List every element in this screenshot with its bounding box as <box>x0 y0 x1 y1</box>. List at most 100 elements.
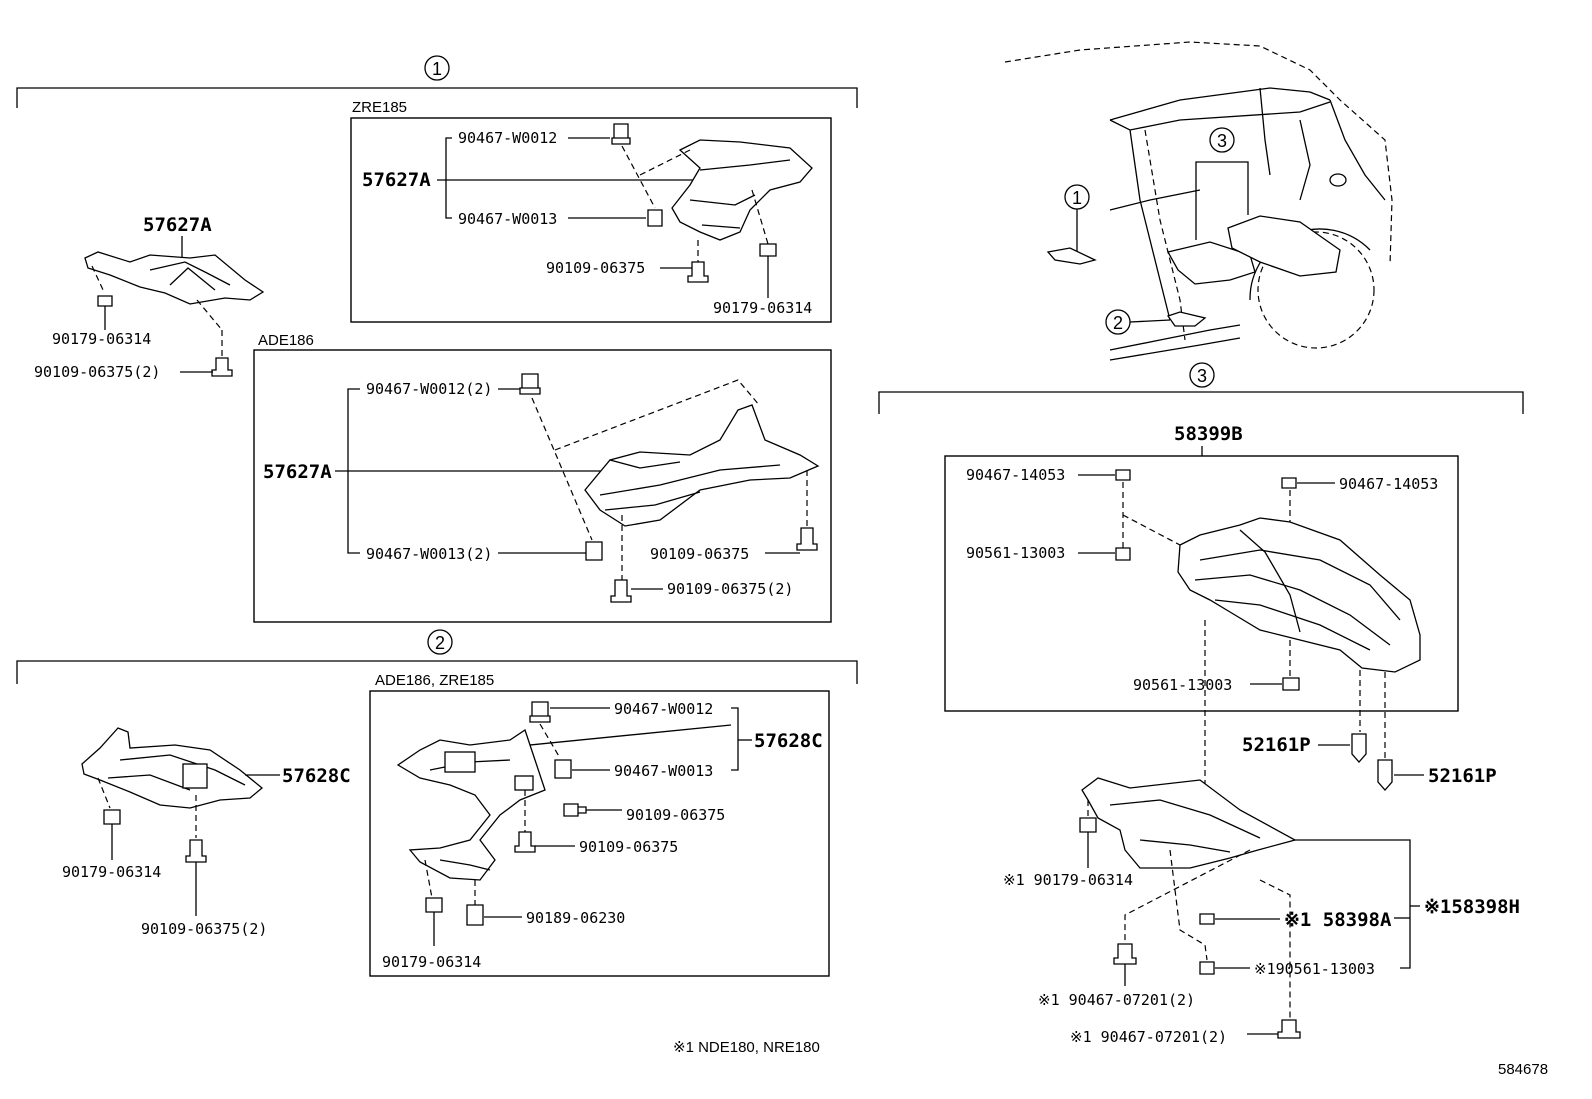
model-ade186: ADE186 <box>258 332 314 349</box>
model-zre185: ZRE185 <box>352 99 407 116</box>
clip-ade-w0013 <box>585 541 603 561</box>
label-58399B: 58399B <box>1174 423 1243 445</box>
ade-zre-box: ADE186, ZRE185 90467-W0012 57628C 90467-… <box>369 672 830 977</box>
bolt-x-07201-b <box>1277 1019 1301 1039</box>
clip-x-13003 <box>1199 961 1215 975</box>
label-57628C-left: 57628C <box>282 765 351 787</box>
label-90109-06375-2-a: 90109-06375(2) <box>34 363 160 381</box>
bolt-ade-90109-2 <box>610 579 632 603</box>
clip-c3-13003-l <box>1115 547 1131 561</box>
clip-az-90189 <box>466 904 484 926</box>
model-ade-zre: ADE186, ZRE185 <box>375 672 494 689</box>
label-ade-57627A: 57627A <box>263 461 332 483</box>
left-57628C-group: 57628C 90179-06314 90109-06375(2) <box>62 727 351 938</box>
bolt-90109-06375-a <box>211 357 233 377</box>
label-90109-06375-2-b: 90109-06375(2) <box>141 920 267 938</box>
label-c3-14053-r: 90467-14053 <box>1339 475 1438 493</box>
splash-shield-57628C-left <box>81 727 264 809</box>
label-52161P-a: 52161P <box>1242 734 1311 756</box>
label-90179-06314-a: 90179-06314 <box>52 330 151 348</box>
label-52161P-b: 52161P <box>1428 765 1497 787</box>
label-zre-57627A: 57627A <box>362 169 431 191</box>
bracket-az-a <box>444 751 476 773</box>
left-57627A-group: 57627A 90179-06314 90109-06375(2) <box>34 214 265 381</box>
clip-52161P-a <box>1351 733 1367 763</box>
section-3: 3 58399B 90467-14053 90561-13003 90467-1… <box>878 362 1524 1046</box>
diagram-id: 584678 <box>1498 1061 1548 1078</box>
clip-c3-13003-b <box>1282 677 1300 691</box>
label-az-w0012: 90467-W0012 <box>614 700 713 718</box>
clip-52161P-b <box>1377 759 1393 791</box>
label-x-07201-b: ※1 90467-07201(2) <box>1070 1028 1227 1046</box>
clip-c3-14053-r <box>1281 477 1297 489</box>
label-zre-90179: 90179-06314 <box>713 299 812 317</box>
label-az-57628C: 57628C <box>754 730 823 752</box>
bolt-zre-90109 <box>687 261 709 283</box>
clip-90179-06314-a <box>97 295 113 307</box>
overview-part-3b <box>1227 215 1341 277</box>
overview-marker-1: 1 <box>1072 188 1082 208</box>
bolt-90109-06375-b <box>185 839 207 863</box>
label-c3-13003-l: 90561-13003 <box>966 544 1065 562</box>
clip-ade-w0012 <box>519 373 541 395</box>
label-ade-90109: 90109-06375 <box>650 545 749 563</box>
label-x-90179: ※1 90179-06314 <box>1003 871 1133 889</box>
bolt-ade-90109 <box>796 527 818 551</box>
label-x-07201-a: ※1 90467-07201(2) <box>1038 991 1195 1009</box>
vehicle-overview: 1 2 3 <box>1004 41 1393 361</box>
section-2-marker: 2 <box>435 633 445 653</box>
label-x-58398A: ※1 58398A <box>1284 909 1392 931</box>
label-zre-90109: 90109-06375 <box>546 259 645 277</box>
label-zre-w0012: 90467-W0012 <box>458 129 557 147</box>
clip-x-58398A <box>1199 913 1215 925</box>
label-az-w0013: 90467-W0013 <box>614 762 713 780</box>
overview-part-2 <box>1166 311 1207 327</box>
bolt-az-90109-b <box>514 831 536 853</box>
splash-shield-ade-zre <box>396 728 546 881</box>
bracket-57628C-left <box>182 763 208 789</box>
bracket-az-b <box>514 775 534 791</box>
label-az-90109-a: 90109-06375 <box>626 806 725 824</box>
label-ade-90109-2: 90109-06375(2) <box>667 580 793 598</box>
clip-x-90179 <box>1079 817 1097 833</box>
bolt-az-90109-a <box>563 803 587 817</box>
label-az-90109-b: 90109-06375 <box>579 838 678 856</box>
label-az-90179: 90179-06314 <box>382 953 481 971</box>
ade186-box: ADE186 90467-W0012(2) 57627A 90467-W0013… <box>253 332 832 623</box>
label-90179-06314-b: 90179-06314 <box>62 863 161 881</box>
label-c3-14053-l: 90467-14053 <box>966 466 1065 484</box>
label-ade-w0013: 90467-W0013(2) <box>366 545 492 563</box>
bolt-x-07201-a <box>1113 943 1137 965</box>
section-2: 2 <box>16 629 858 684</box>
engine-under-cover-58399B <box>1177 517 1421 673</box>
under-cover-58398H <box>1081 777 1297 869</box>
clip-az-90179 <box>425 897 443 913</box>
overview-part-1 <box>1046 247 1097 265</box>
clip-c3-14053-l <box>1115 469 1131 481</box>
splash-shield-57627A-left <box>84 251 265 305</box>
label-x-58398H: ※158398H <box>1424 896 1520 918</box>
clip-az-w0012 <box>529 701 551 723</box>
overview-marker-2: 2 <box>1113 313 1123 333</box>
label-c3-13003-b: 90561-13003 <box>1133 676 1232 694</box>
clip-az-w0013 <box>554 759 572 779</box>
splash-shield-zre185 <box>671 139 813 241</box>
label-ade-w0012: 90467-W0012(2) <box>366 380 492 398</box>
footnote: ※1 NDE180, NRE180 <box>673 1039 820 1056</box>
overview-marker-3: 3 <box>1217 131 1227 151</box>
label-zre-w0013: 90467-W0013 <box>458 210 557 228</box>
overview-part-3a <box>1167 241 1256 285</box>
section-1-marker: 1 <box>432 59 442 79</box>
label-az-90189: 90189-06230 <box>526 909 625 927</box>
label-57627A-left: 57627A <box>143 214 212 236</box>
label-x-13003: ※190561-13003 <box>1254 960 1375 978</box>
section-1: 1 <box>16 55 858 108</box>
clip-zre-w0012 <box>611 123 631 145</box>
clip-zre-90179 <box>759 243 777 257</box>
section-3-marker: 3 <box>1197 366 1207 386</box>
clip-90179-06314-b <box>103 809 121 825</box>
splash-shield-ade186 <box>584 404 820 527</box>
zre185-box: ZRE185 90467-W0012 57627A 90467-W0013 90… <box>350 99 832 323</box>
clip-zre-w0013 <box>647 209 663 227</box>
